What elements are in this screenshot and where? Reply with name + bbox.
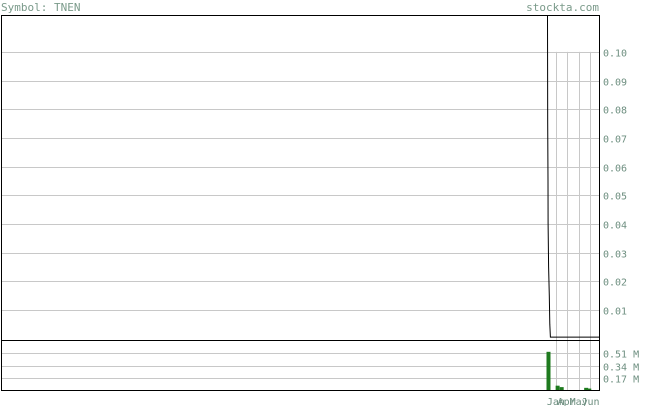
price-tick-label: 0.10	[603, 49, 627, 60]
price-tick-label: 0.09	[603, 78, 627, 89]
price-panel-frame	[1, 15, 600, 341]
y-tick-labels: 0.01 0.02 0.03 0.04 0.05 0.06 0.07 0.08 0.09 0.10…	[603, 49, 639, 386]
price-tick-label: 0.02	[603, 278, 627, 289]
volume-bar	[587, 388, 592, 390]
volume-tick-label: 0.17 M	[603, 375, 639, 386]
price-tick-label: 0.04	[603, 221, 627, 232]
volume-bar	[584, 387, 589, 390]
price-series	[547, 15, 599, 338]
price-tick-label: 0.01	[603, 307, 627, 318]
price-tick-label: 0.08	[603, 106, 627, 117]
price-tick-label: 0.06	[603, 164, 627, 175]
site-label: stockta.com	[526, 1, 599, 14]
volume-bar	[559, 387, 564, 390]
volume-bar	[555, 385, 560, 390]
x-tick-label: May	[570, 397, 588, 406]
volume-bar	[546, 351, 551, 390]
volume-tick-label: 0.34 M	[603, 363, 639, 374]
price-tick-label: 0.05	[603, 192, 627, 203]
symbol-label: Symbol: TNEN	[1, 1, 80, 14]
volume-tick-label: 0.51 M	[603, 350, 639, 361]
volume-gridlines	[2, 341, 599, 390]
x-tick-label: Jun	[581, 397, 599, 406]
volume-bars	[546, 351, 592, 390]
volume-panel-frame	[1, 340, 600, 391]
x-tick-label: Jan	[547, 397, 565, 406]
price-gridlines	[2, 51, 599, 340]
x-tick-label: Apr	[558, 397, 576, 406]
price-tick-label: 0.07	[603, 135, 627, 146]
price-line	[547, 15, 599, 338]
price-tick-label: 0.03	[603, 250, 627, 261]
